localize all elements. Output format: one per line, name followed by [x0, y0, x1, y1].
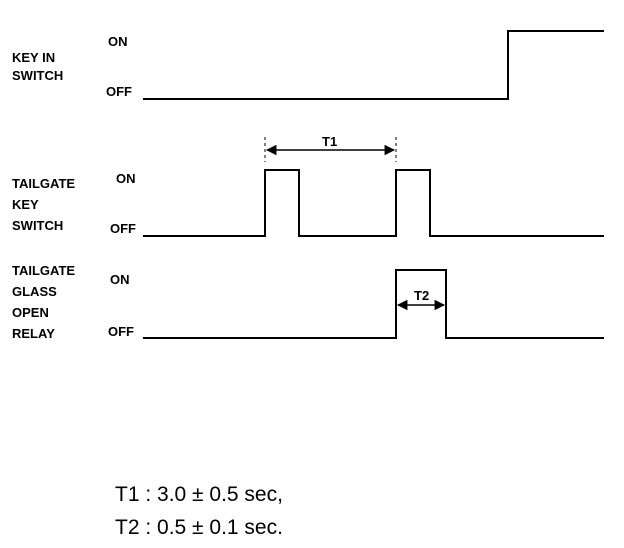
- tailgate-key-switch-off-label: OFF: [110, 221, 136, 236]
- t1-label: T1: [322, 134, 337, 149]
- key-in-switch-on-label: ON: [108, 34, 128, 49]
- relay-waveform: [143, 269, 604, 339]
- relay-label-4: RELAY: [12, 326, 55, 341]
- t2-label: T2: [414, 288, 429, 303]
- relay-label-1: TAILGATE: [12, 263, 75, 278]
- tailgate-key-switch-on-label: ON: [116, 171, 136, 186]
- relay-on-label: ON: [110, 272, 130, 287]
- t1-spec-note: T1 : 3.0 ± 0.5 sec,: [115, 483, 283, 506]
- key-in-switch-waveform: [143, 30, 604, 100]
- tailgate-key-switch-label-3: SWITCH: [12, 218, 63, 233]
- tailgate-key-switch-label-1: TAILGATE: [12, 176, 75, 191]
- tailgate-key-switch-label-2: KEY: [12, 197, 39, 212]
- relay-off-label: OFF: [108, 324, 134, 339]
- t2-spec-note: T2 : 0.5 ± 0.1 sec.: [115, 516, 283, 539]
- relay-label-3: OPEN: [12, 305, 49, 320]
- key-in-switch-label-2: SWITCH: [12, 68, 63, 83]
- key-in-switch-label-1: KEY IN: [12, 50, 55, 65]
- relay-label-2: GLASS: [12, 284, 57, 299]
- key-in-switch-off-label: OFF: [106, 84, 132, 99]
- tailgate-key-switch-waveform: [143, 169, 604, 237]
